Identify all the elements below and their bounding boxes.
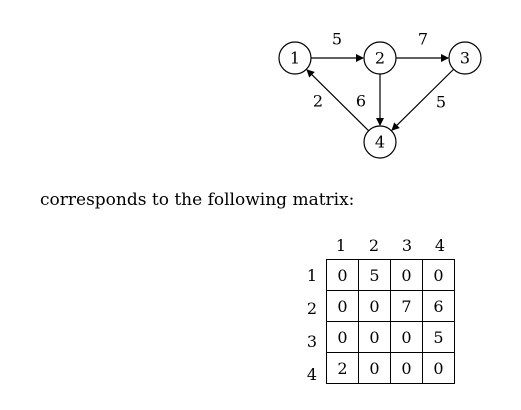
node-circle	[363, 125, 397, 159]
edge-4-1	[306, 69, 370, 132]
matrix-row-header: 2	[306, 299, 318, 318]
matrix-column-header: 3	[401, 236, 413, 255]
matrix-cell: 5	[422, 321, 455, 353]
weighted-directed-graph: 5 7 6 5 2 1 2 3 4	[278, 30, 482, 159]
matrix-cell: 0	[358, 321, 391, 353]
node-label: 4	[375, 133, 385, 152]
node-label: 1	[290, 49, 300, 68]
caption-sentence: corresponds to the following matrix:	[40, 190, 355, 210]
matrix-cell: 7	[390, 290, 423, 322]
matrix-cell: 0	[326, 321, 359, 353]
graph-node-2: 2	[363, 41, 397, 75]
matrix-column-header: 1	[335, 236, 347, 255]
edge-weight-2-3: 7	[418, 30, 428, 49]
matrix-cell: 0	[390, 321, 423, 353]
matrix-column-header: 2	[368, 236, 380, 255]
matrix-cell: 0	[422, 352, 455, 384]
matrix-cell: 0	[326, 259, 359, 291]
node-circle	[448, 41, 482, 75]
node-circle	[363, 41, 397, 75]
matrix-cell: 0	[390, 259, 423, 291]
matrix-row-header: 4	[306, 365, 318, 384]
matrix-cell: 2	[326, 352, 359, 384]
matrix-cell: 0	[358, 290, 391, 322]
node-circle	[278, 41, 312, 75]
edge-weight-2-4: 6	[356, 92, 366, 111]
edge-weight-4-1: 2	[313, 92, 323, 111]
matrix-cell: 6	[422, 290, 455, 322]
graph-node-4: 4	[363, 125, 397, 159]
node-label: 3	[460, 49, 470, 68]
edge-3-4	[391, 68, 455, 131]
matrix-row-header: 3	[306, 332, 318, 351]
matrix-cell: 5	[358, 259, 391, 291]
graph-node-1: 1	[278, 41, 312, 75]
matrix-cell: 0	[358, 352, 391, 384]
matrix-row-header: 1	[306, 266, 318, 285]
matrix-cell: 0	[326, 290, 359, 322]
matrix-cell: 0	[390, 352, 423, 384]
edge-weight-1-2: 5	[332, 30, 342, 49]
matrix-cell: 0	[422, 259, 455, 291]
node-label: 2	[375, 49, 385, 68]
graph-node-3: 3	[448, 41, 482, 75]
matrix-column-header: 4	[434, 236, 446, 255]
edge-weight-3-4: 5	[436, 93, 446, 112]
